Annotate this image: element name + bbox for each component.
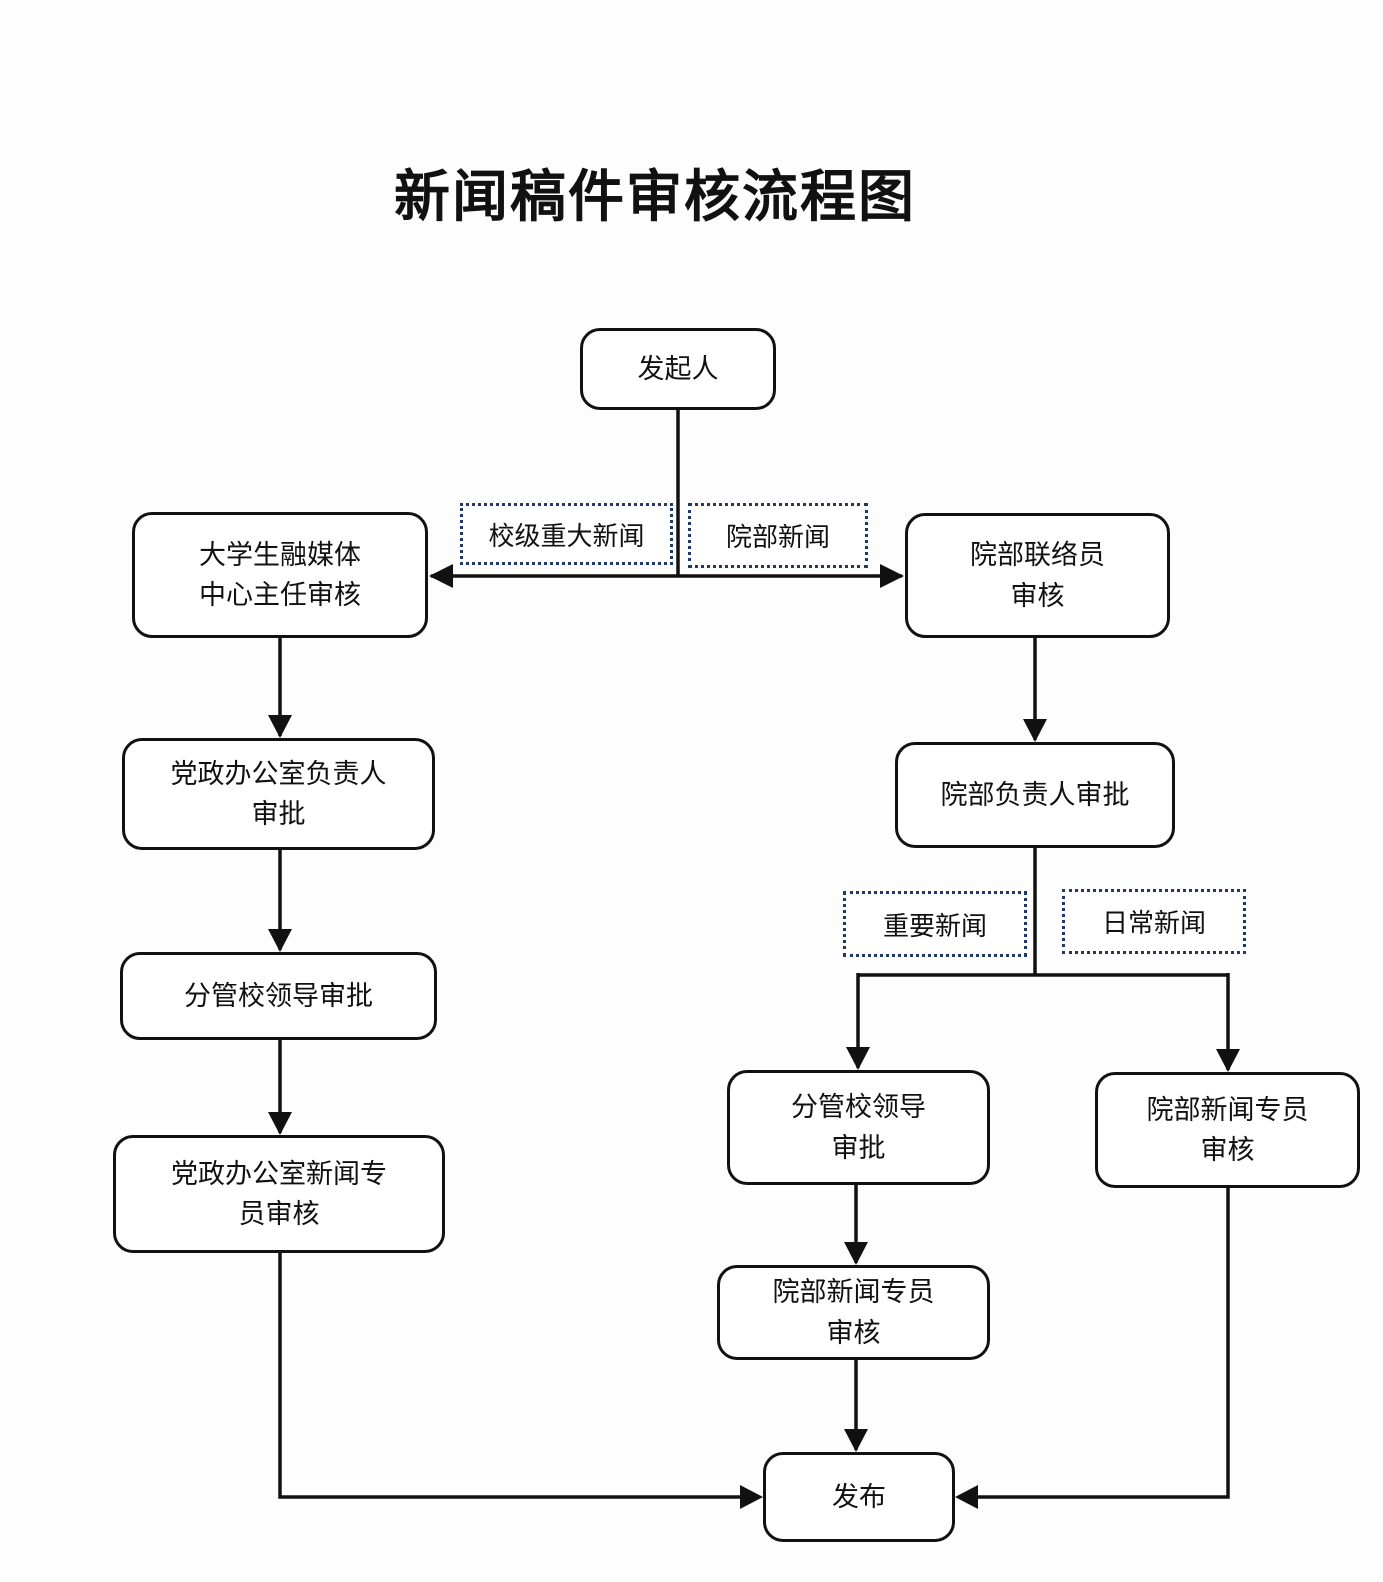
- arrowhead-party-office-news-officer: [268, 1112, 292, 1135]
- branch-label-daily-news: 日常新闻: [1062, 889, 1246, 954]
- arrowhead-dept-news-officer-middle: [844, 1242, 868, 1265]
- diagram-title: 新闻稿件审核流程图: [394, 167, 916, 229]
- node-publish: 发布: [763, 1452, 955, 1542]
- arrowhead-dept-news-officer-right: [1216, 1049, 1240, 1072]
- arrowhead-school-leader-left: [268, 929, 292, 952]
- arrowhead-to-dept-liaison: [880, 564, 904, 588]
- arrowhead-dept-head: [1023, 719, 1047, 742]
- node-school-leader-approval-left: 分管校领导审批: [120, 952, 437, 1040]
- arrowhead-publish-top: [844, 1429, 868, 1452]
- node-dept-liaison-review: 院部联络员 审核: [905, 513, 1170, 638]
- node-dept-news-officer-review-right: 院部新闻专员 审核: [1095, 1072, 1360, 1188]
- node-dept-head-approval: 院部负责人审批: [895, 742, 1175, 848]
- arrowhead-publish-right: [955, 1485, 978, 1509]
- node-school-leader-approval-right: 分管校领导 审批: [727, 1070, 990, 1185]
- arrowhead-publish-left: [740, 1485, 763, 1509]
- branch-label-important-news: 重要新闻: [843, 891, 1027, 957]
- node-media-center-director-review: 大学生融媒体 中心主任审核: [132, 512, 428, 638]
- node-party-office-head-approval: 党政办公室负责人 审批: [122, 738, 435, 850]
- branch-label-school-major-news: 校级重大新闻: [460, 503, 673, 565]
- arrowhead-to-media-center: [429, 564, 453, 588]
- arrowhead-school-leader-right: [846, 1047, 870, 1070]
- branch-label-dept-news: 院部新闻: [688, 503, 868, 568]
- connector-left-to-publish: [278, 1253, 741, 1499]
- node-dept-news-officer-review-middle: 院部新闻专员 审核: [717, 1265, 990, 1360]
- node-initiator: 发起人: [580, 328, 776, 410]
- connector-right-to-publish: [977, 1188, 1230, 1499]
- arrowhead-party-office-head: [268, 715, 292, 738]
- node-party-office-news-officer-review: 党政办公室新闻专 员审核: [113, 1135, 445, 1253]
